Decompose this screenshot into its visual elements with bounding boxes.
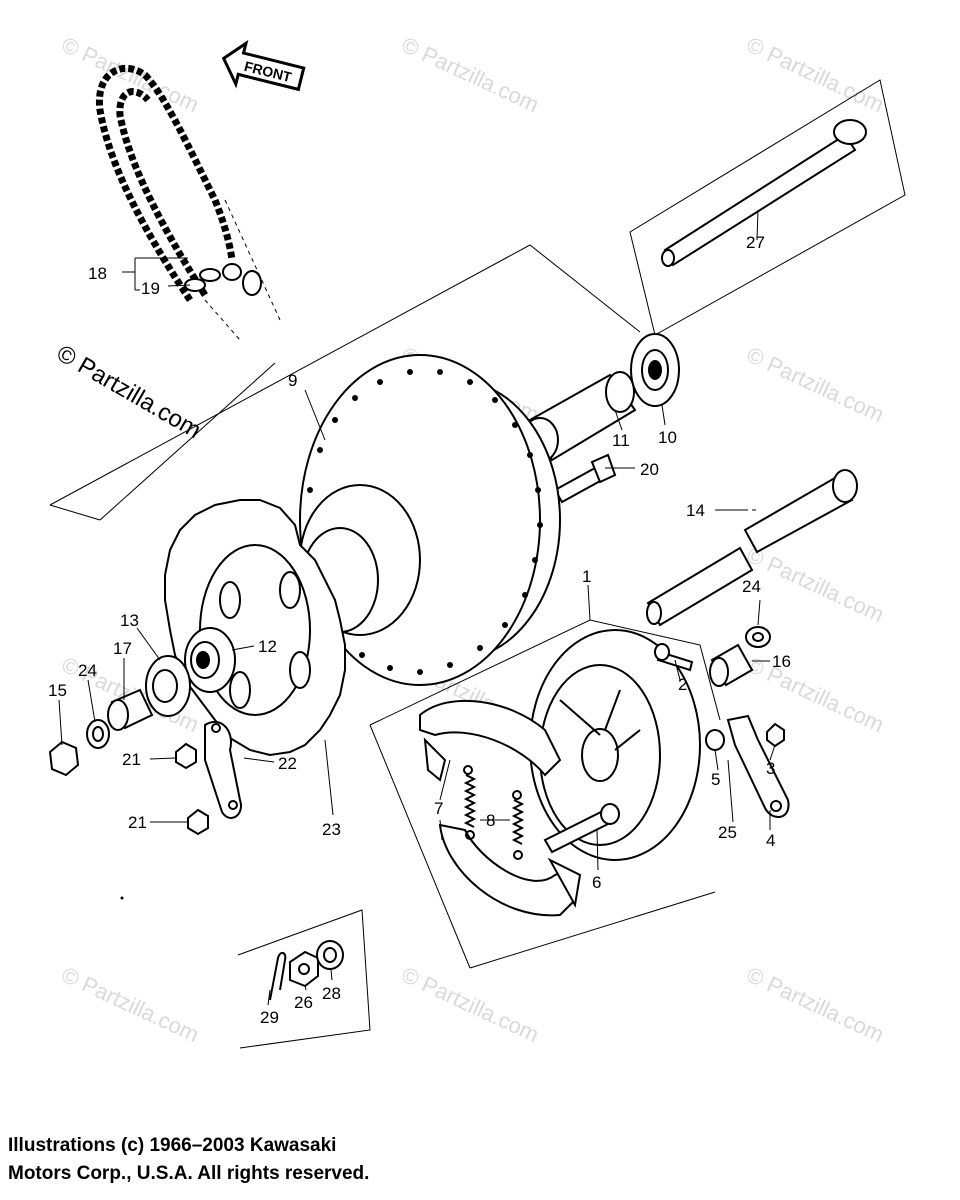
washer-right [745, 626, 771, 648]
brake-assembly-box-outline [369, 619, 721, 969]
spacer [709, 643, 754, 687]
sprocket-collar [107, 688, 154, 731]
watermark: © Partzilla.com [743, 962, 888, 1047]
callout-11: 11 [612, 431, 630, 450]
brake-shoe-upper [419, 699, 562, 782]
hub-spoke-holes [307, 369, 543, 675]
callout-12: 12 [258, 637, 277, 656]
sprocket-bearing [184, 627, 236, 693]
copyright-line-2: Motors Corp., U.S.A. All rights reserved… [8, 1163, 370, 1184]
callout-26: 26 [294, 993, 313, 1012]
copyright-footer: Illustrations (c) 1966–2003 Kawasaki Mot… [8, 1132, 369, 1188]
callout-22: 22 [278, 754, 297, 773]
lock-plate [204, 720, 242, 819]
chain-dashed-guides [204, 199, 281, 341]
callout-2: 2 [678, 675, 687, 694]
watermark: © Partzilla.com [58, 962, 203, 1047]
washer-left [86, 719, 110, 749]
brake-shoe-lower [438, 823, 582, 917]
callout-10: 10 [658, 428, 677, 447]
callout-8: 8 [486, 811, 495, 830]
watermark: © Partzilla.com [398, 32, 543, 117]
watermark: © Partzilla.com [743, 542, 888, 627]
watermark-dark: © Partzilla.com [52, 340, 206, 444]
watermark: © Partzilla.com [743, 342, 888, 427]
castle-nut-box-outline [237, 909, 371, 1049]
leader-lines [58, 209, 776, 1006]
callout-17: 17 [113, 639, 132, 658]
oil-seal [145, 655, 191, 717]
torque-link-shaft [646, 469, 858, 627]
callout-18: 18 [88, 264, 107, 283]
callout-21-lower: 21 [128, 813, 147, 832]
brake-panel [529, 629, 701, 861]
chain-master-link [184, 263, 262, 296]
callout-24-left: 24 [78, 661, 97, 680]
callout-23: 23 [322, 820, 341, 839]
callout-9: 9 [288, 371, 297, 390]
callout-3: 3 [766, 759, 775, 778]
hub-assembly-box-outline [49, 244, 641, 521]
watermark: © Partzilla.com [398, 962, 543, 1047]
callout-29: 29 [260, 1008, 279, 1027]
callout-1: 1 [582, 567, 591, 586]
callout-6: 6 [592, 873, 601, 892]
cotter-pin [269, 952, 287, 1001]
callout-28: 28 [322, 984, 341, 1003]
copyright-line-1: Illustrations (c) 1966–2003 Kawasaki [8, 1135, 337, 1156]
callout-25: 25 [718, 823, 737, 842]
callout-14: 14 [686, 501, 705, 520]
axle-nut [48, 740, 80, 777]
watermark: © Partzilla.com [743, 652, 888, 737]
lever-seal [705, 729, 725, 751]
watermark: © Partzilla.com [743, 32, 888, 117]
brake-camshaft [543, 803, 620, 854]
rear-axle [661, 119, 867, 267]
callout-19: 19 [141, 279, 160, 298]
axle-box-outline [629, 79, 906, 336]
exploded-parts-diagram: © Partzilla.com © Partzilla.com © Partzi… [48, 32, 906, 1049]
callout-labels: 1 2 3 4 5 6 7 8 9 10 11 12 13 14 15 16 1… [48, 233, 791, 1027]
callout-5: 5 [711, 770, 720, 789]
sprocket-nut-lower [187, 808, 209, 836]
stray-dot [120, 896, 124, 900]
callout-27: 27 [746, 233, 765, 252]
sprocket-nut-upper [175, 742, 197, 770]
brake-spring-right [511, 790, 525, 860]
callout-21-upper: 21 [122, 750, 141, 769]
castle-nut [289, 950, 319, 988]
brake-cam-lever [726, 714, 790, 818]
callout-4: 4 [766, 831, 775, 850]
lever-nut [766, 722, 785, 748]
callout-20: 20 [640, 460, 659, 479]
callout-24-right: 24 [742, 577, 761, 596]
front-direction-arrow: FRONT [221, 39, 306, 92]
castle-nut-washer [316, 940, 344, 970]
callout-16: 16 [772, 652, 791, 671]
callout-7: 7 [434, 799, 443, 818]
callout-13: 13 [120, 611, 139, 630]
callout-15: 15 [48, 681, 67, 700]
wheel-bearing [630, 333, 680, 407]
watermark: © Partzilla.com [58, 32, 203, 117]
hub-bolt [553, 453, 617, 504]
brake-spring-left [463, 765, 477, 840]
drive-chain [96, 64, 236, 302]
